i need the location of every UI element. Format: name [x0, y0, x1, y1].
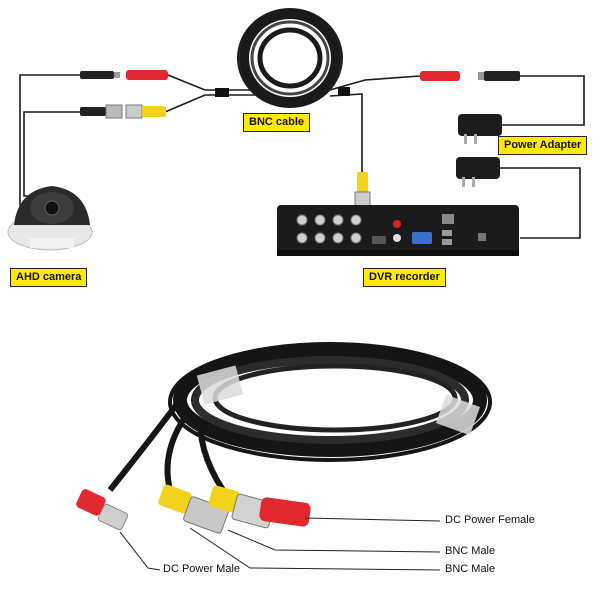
dvr-power-wire [498, 167, 581, 239]
dc-male-connector-right [478, 71, 520, 81]
label-bnc-cable: BNC cable [243, 113, 311, 132]
cable-coil-top [237, 8, 343, 108]
label-dvr-recorder: DVR recorder [363, 268, 446, 287]
cable-video-right [329, 93, 363, 172]
callout-bnc-male-1: BNC Male [445, 545, 496, 557]
callout-line-bnc-male-2 [189, 527, 441, 571]
callout-dc-power-male: DC Power Male [163, 563, 241, 575]
cable-wrap-right [435, 394, 481, 436]
dc-male-connector-top [80, 71, 120, 79]
dc-female-connector-top [126, 70, 168, 80]
cable-power-left [167, 74, 255, 91]
cable-power-right [329, 75, 421, 91]
callout-bnc-male-2: BNC Male [445, 563, 496, 575]
bnc-connector-yellow-top [125, 104, 166, 119]
dc-female-connector-right [420, 71, 460, 81]
dc-power-male-photo [76, 489, 129, 531]
cable-clip-right [338, 87, 350, 96]
power-adapter-bottom [456, 157, 500, 187]
callout-line-dc-female [304, 517, 441, 522]
callout-lines [119, 517, 441, 571]
cable-wrap-left [196, 365, 244, 405]
ahd-dome-camera [7, 186, 93, 251]
camera-video-wire [23, 111, 80, 197]
cable-clip-left [215, 88, 229, 97]
callout-line-dc-male [119, 531, 161, 571]
cable-video-left [164, 94, 255, 113]
callout-line-bnc-male-1 [227, 529, 441, 553]
bnc-connector-dvr [354, 172, 371, 207]
bnc-connector-camera [80, 104, 123, 119]
adapter-output-wire [502, 75, 585, 126]
label-ahd-camera: AHD camera [10, 268, 88, 287]
callout-dc-power-female: DC Power Female [445, 514, 535, 526]
dc-power-female-photo [259, 497, 311, 527]
cable-product-photo [107, 342, 492, 502]
camera-power-wire [19, 74, 80, 206]
dvr-recorder-device [277, 205, 519, 256]
label-power-adapter: Power Adapter [498, 136, 588, 155]
power-adapter-top [458, 114, 502, 144]
